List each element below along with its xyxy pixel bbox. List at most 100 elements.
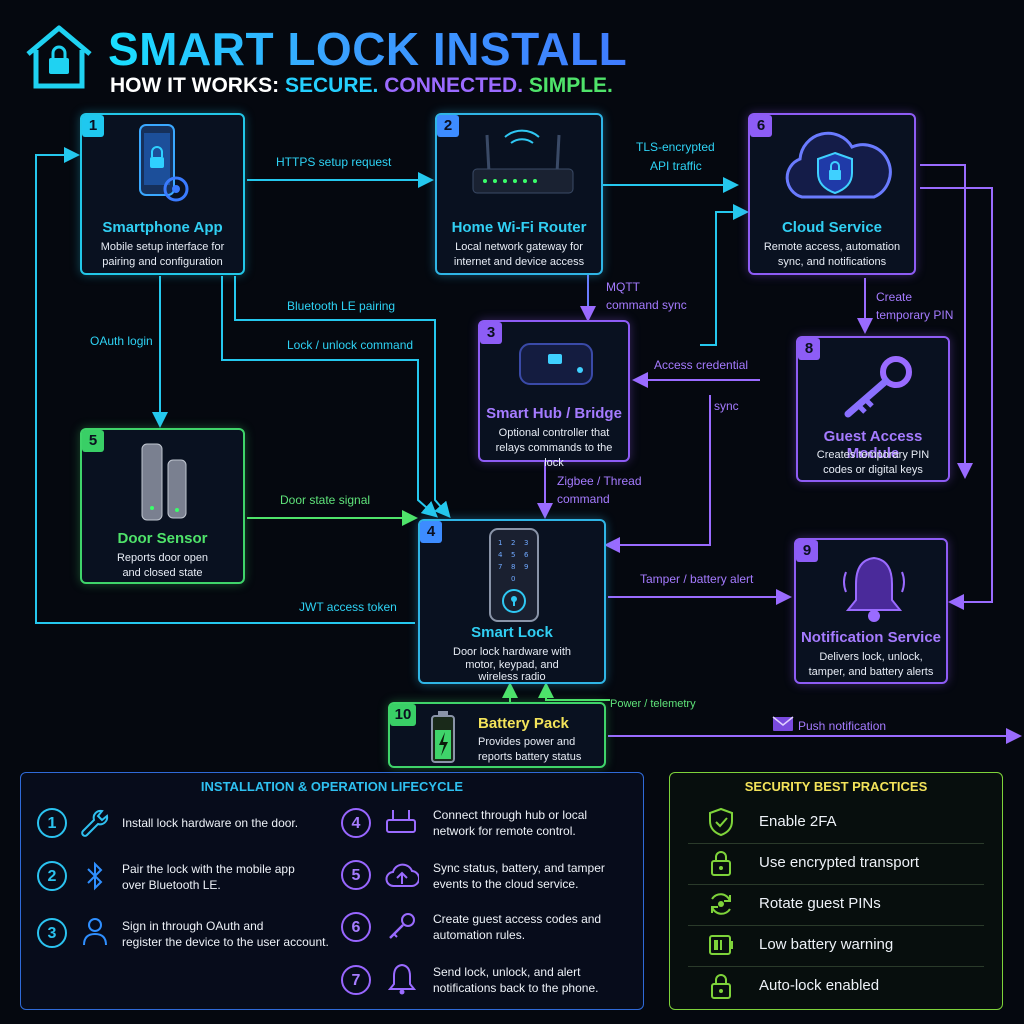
node-guest-access: 8 Guest Access Module Creates temporary … [796,336,950,482]
node-desc-line1: Local network gateway for [455,241,583,253]
node-desc-line1: Reports door open [116,552,209,564]
auto-lock-icon [711,974,731,999]
node-title: Smart Lock [471,624,553,641]
edge-label-zigbee-line2: command [557,492,610,506]
node-number: 9 [796,540,818,562]
node-desc-line1: Remote access, automation [763,241,901,253]
page-subtitle: HOW IT WORKS: SECURE. CONNECTED. SIMPLE. [110,74,613,98]
key-small-icon [389,913,415,939]
edge-label-door: Door state signal [280,493,371,507]
security-panel: SECURITY BEST PRACTICES [669,772,1003,1010]
battery-warning-icon [709,935,733,955]
security-item: Use encrypted transport [688,844,984,885]
step-number-4: 4 [341,808,371,838]
step-text-7b: notifications back to the phone. [433,981,599,995]
edge-power2 [538,682,610,701]
security-item: Auto-lock enabled [688,967,984,1007]
edge-label-create-line2: temporary PIN [876,308,954,322]
step-text-6b: automation rules. [433,928,526,942]
edge-label-mqtt-line2: command sync [606,298,687,312]
security-item: Enable 2FA [688,803,984,844]
node-number: 1 [82,115,104,137]
node-title: Smart Hub / Bridge [486,405,622,422]
edge-label-access: Access credential [654,358,749,372]
node-number: 10 [390,704,416,726]
edge-label-zigbee-line1: Zigbee / Thread [557,474,642,488]
user-icon [83,918,107,946]
step-text-1: Install lock hardware on the door. [122,816,299,830]
node-number: 2 [437,115,459,137]
security-title: SECURITY BEST PRACTICES [744,779,928,794]
edge-ble [234,276,451,519]
security-item: Rotate guest PINs [688,885,984,926]
node-title: Battery Pack [478,715,569,732]
step-text-4b: network for remote control. [433,824,576,838]
step-text-2b: over Bluetooth LE. [122,878,221,892]
node-desc-line2: motor, keypad, and [465,659,559,671]
edge-label-access-sync: sync [714,399,739,413]
security-item-text: Enable 2FA [759,813,837,830]
edge-guest-lock [604,395,711,553]
node-title: Home Wi-Fi Router [451,219,587,236]
cloud-shield-icon [785,131,892,199]
node-desc-line1: Delivers lock, unlock, [819,651,923,663]
house-lock-icon [26,25,92,89]
edge-notify-cloud [920,164,973,479]
node-desc-line2: tamper, and battery alerts [808,666,934,678]
subtitle-secure: SECURE. [284,74,379,97]
security-item-text: Low battery warning [759,936,894,953]
step-text-3a: Sign in through OAuth and [122,919,264,933]
node-title: Smartphone App [102,219,223,236]
node-desc-line2: pairing and configuration [102,256,223,268]
node-desc-line2: codes or digital keys [823,464,923,476]
node-wifi-router: 2 Home Wi-Fi Router Local network gatewa… [435,113,603,275]
shield-check-icon [709,807,733,837]
node-notification-service: 9 Notification Service Delivers lock, un… [794,538,948,684]
node-desc-line2: and closed state [122,567,203,579]
edge-lockcmd [221,276,438,518]
edge-label-create-line1: Create [876,290,913,304]
edge-label-power: Power / telemetry [610,698,696,710]
svg-text:6: 6 [524,551,529,559]
security-item: Low battery warning [688,926,984,967]
node-desc-line2: sync, and notifications [777,256,887,268]
bell-icon [843,556,905,622]
step-number-3: 3 [37,918,67,948]
door-sensor-icon [141,443,187,521]
step-text-4a: Connect through hub or local [433,808,588,822]
edge-label-tls-line2: API traffic [650,159,702,173]
node-title: Notification Service [800,629,942,646]
step-text-5a: Sync status, battery, and tamper [433,861,605,875]
router-icon [472,129,574,194]
node-title: Cloud Service [781,219,883,236]
edge-label-oauth: OAuth login [90,334,153,348]
svg-text:8: 8 [511,563,515,571]
subtitle-lead: HOW IT WORKS: [110,74,280,97]
mail-icon [772,716,794,731]
smartphone-icon [139,124,189,202]
node-number: 4 [420,521,442,543]
lifecycle-title: INSTALLATION & OPERATION LIFECYCLE [200,779,464,794]
node-number: 3 [480,322,502,344]
bell-small-icon [388,963,416,995]
svg-text:7: 7 [498,563,502,571]
step-number-6: 6 [341,912,371,942]
svg-text:2: 2 [511,539,515,547]
subtitle-simple: SIMPLE. [528,74,613,97]
edge-label-ble: Bluetooth LE pairing [287,299,396,313]
edge-label-https: HTTPS setup request [276,155,392,169]
svg-text:0: 0 [511,575,515,583]
node-title: Door Sensor [117,530,208,547]
edge-label-tamper: Tamper / battery alert [640,572,754,586]
edge-label-mqtt-line1: MQTT [606,280,640,294]
node-desc-line1: Optional controller that [498,427,610,439]
node-number: 8 [798,338,820,360]
node-desc-line1: Creates temporary PIN [816,449,930,461]
node-cloud-service: 6 Cloud Service Remote access, automatio… [748,113,916,275]
router-small-icon [386,810,416,833]
padlock-icon [711,851,731,876]
node-desc-line1: Mobile setup interface for [100,241,225,253]
step-text-7a: Send lock, unlock, and alert [433,965,581,979]
step-number-7: 7 [341,965,371,995]
